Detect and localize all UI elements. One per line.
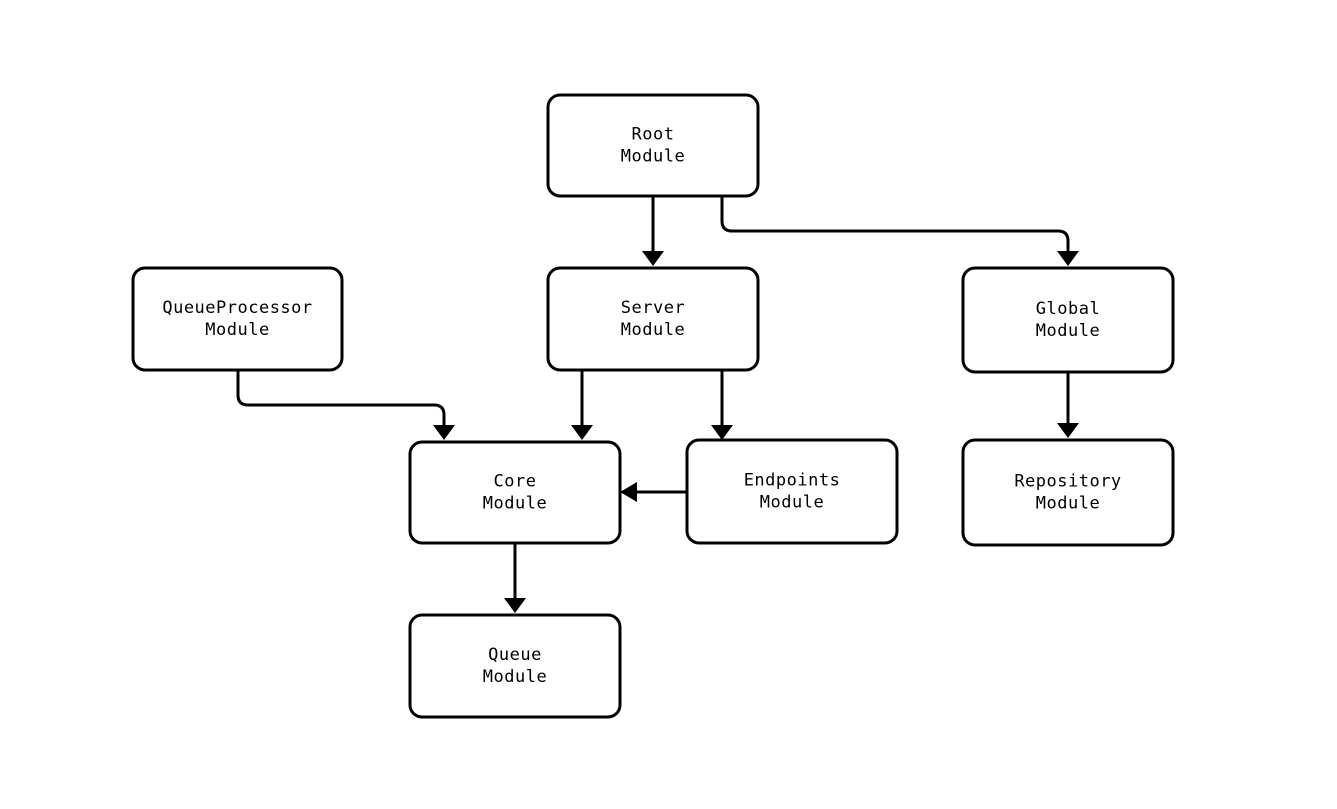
- node-label-line2: Module: [621, 320, 685, 340]
- edge-core-to-queue: [504, 543, 526, 613]
- node-label-line2: Module: [760, 493, 824, 513]
- node-label-line1: Root: [632, 125, 675, 145]
- nodes-layer: RootModuleQueueProcessorModuleServerModu…: [131, 93, 1175, 719]
- node-label-line2: Module: [1036, 321, 1100, 341]
- node-label-line1: QueueProcessor: [162, 298, 312, 318]
- edges-layer: [236, 196, 1079, 613]
- node-box[interactable]: [961, 438, 1175, 547]
- edge-server-to-core: [571, 370, 593, 440]
- arrowhead-icon: [711, 425, 733, 440]
- edge-global-to-repository: [1057, 372, 1079, 438]
- node-label-line2: Module: [1036, 494, 1100, 514]
- arrowhead-icon: [504, 598, 526, 613]
- node-box[interactable]: [408, 440, 622, 545]
- arrowhead-icon: [1057, 423, 1079, 438]
- arrowhead-icon: [1057, 251, 1079, 266]
- node-label-line2: Module: [621, 147, 685, 167]
- arrowhead-icon: [620, 482, 637, 502]
- edge-root-to-global: [720, 196, 1079, 266]
- edge-queueprocessor-to-core: [236, 370, 455, 440]
- node-box[interactable]: [685, 438, 899, 545]
- node-label-line1: Endpoints: [744, 471, 841, 491]
- node-label-line2: Module: [205, 320, 269, 340]
- node-box[interactable]: [546, 266, 760, 372]
- arrowhead-icon: [642, 251, 664, 266]
- edge-endpoints-to-core: [620, 482, 687, 502]
- node-label-line2: Module: [483, 667, 547, 687]
- arrowhead-icon: [433, 425, 455, 440]
- edge-line: [236, 370, 446, 428]
- node-box[interactable]: [961, 266, 1175, 374]
- node-label-line1: Global: [1036, 299, 1100, 319]
- node-box[interactable]: [131, 266, 344, 372]
- node-box[interactable]: [546, 93, 760, 198]
- arrowhead-icon: [571, 425, 593, 440]
- node-label-line2: Module: [483, 494, 547, 514]
- node-label-line1: Core: [494, 472, 537, 492]
- node-label-line1: Server: [621, 298, 685, 318]
- node-label-line1: Repository: [1014, 472, 1121, 492]
- node-box[interactable]: [408, 613, 622, 719]
- edge-line: [720, 196, 1070, 255]
- node-label-line1: Queue: [488, 645, 542, 665]
- edge-server-to-endpoints: [711, 370, 733, 440]
- edge-root-to-server: [642, 196, 664, 266]
